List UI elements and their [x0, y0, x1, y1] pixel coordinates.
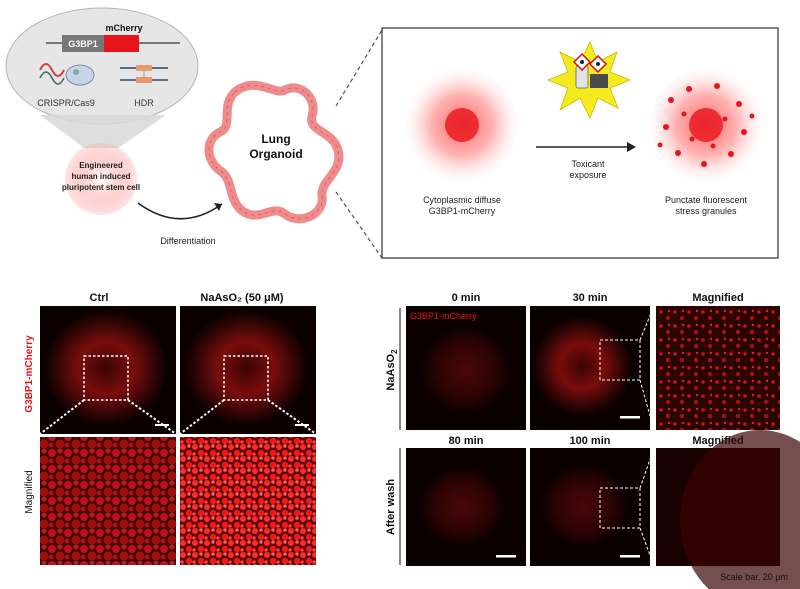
organoid-cells: [208, 84, 340, 220]
projection-line-bottom: [335, 191, 383, 259]
crispr-label: CRISPR/Cas9: [37, 98, 95, 108]
toxicant-line2: exposure: [569, 170, 606, 180]
row-channel-label: G3BP1-mCherry: [24, 335, 35, 413]
organoid-30min: [532, 316, 632, 416]
projection-line-top: [335, 29, 383, 107]
hazard-icon: [572, 52, 608, 89]
hdr-icon: [120, 65, 168, 83]
stem-cell: [65, 143, 137, 215]
punctate-line1: Punctate fluorescent: [665, 195, 748, 205]
scale-bar-80min: [496, 555, 516, 558]
construct-bar: G3BP1 mCherry: [46, 23, 180, 52]
zoom-box-100min: [599, 487, 641, 529]
organoid-line2: Organoid: [249, 147, 302, 161]
mag2-glow: [680, 430, 800, 589]
treat-scale-bar: [295, 424, 309, 426]
row-treat-label: NaAsO2: [385, 349, 399, 391]
punctate-nucleus: [689, 108, 723, 142]
ctrl-zoom-line-right: [127, 399, 177, 435]
col-0min-label: 0 min: [452, 292, 481, 304]
ctrl-organoid: [44, 310, 168, 426]
construct-bubble: [5, 7, 199, 125]
col-30min-label: 30 min: [573, 292, 608, 304]
ctrl-zoom-box: [83, 355, 129, 401]
treat-zoom-line-right: [267, 399, 317, 435]
col-treat-label: NaAsO₂ (50 μM): [200, 292, 283, 304]
differentiation-label: Differentiation: [160, 236, 215, 246]
ctrl-scale-bar: [155, 424, 169, 426]
toxicant-line1: Toxicant: [571, 159, 605, 169]
scale-bar-100min: [620, 555, 640, 558]
stem-cell-line2: human induced: [71, 172, 130, 181]
toxicant-burst: [546, 41, 632, 119]
scale-bar-30min: [620, 416, 640, 419]
stress-granules: [657, 83, 755, 167]
col-mag1-label: Magnified: [692, 292, 743, 304]
col-100min-label: 100 min: [570, 435, 611, 447]
treat-zoom-line-left: [179, 399, 225, 435]
tag-label: mCherry: [105, 23, 142, 33]
diffuse-nucleus: [445, 108, 479, 142]
col-80min-label: 80 min: [449, 435, 484, 447]
zoom-line-30min-top: [639, 305, 655, 341]
diffuse-line1: Cytoplasmic diffuse: [423, 195, 501, 205]
treat-magnified-image: [180, 437, 316, 565]
mcherry-box: [104, 35, 139, 52]
treat-zoom-box: [223, 355, 269, 401]
exposure-arrow-head-icon: [627, 142, 636, 152]
funnel-shade: [40, 115, 166, 148]
diffuse-line2: G3BP1-mCherry: [429, 206, 496, 216]
organoid-100min: [540, 464, 628, 548]
organoid-0min: [420, 326, 512, 414]
stem-cell-line1: Engineered: [79, 161, 123, 170]
treat-organoid: [184, 310, 308, 426]
ctrl-zoom-line-left: [39, 399, 85, 435]
stem-cell-line3: pluripotent stem cell: [62, 183, 140, 192]
zoom-box-30min: [599, 339, 641, 381]
organoid-80min: [418, 466, 506, 546]
scale-note: Scale bar, 20 μm: [720, 572, 788, 582]
arrow-head-icon: [214, 203, 222, 211]
hdr-label: HDR: [134, 98, 154, 108]
organoid-line1: Lung: [261, 132, 290, 146]
img-mag1: [656, 306, 780, 430]
row-magnified-label: Magnified: [24, 470, 35, 513]
differentiation-arrow: [137, 202, 223, 220]
zoom-line-30min-bottom: [639, 379, 655, 431]
gene-label: G3BP1: [68, 39, 98, 49]
ctrl-magnified-image: [40, 437, 176, 565]
col-ctrl-label: Ctrl: [90, 292, 109, 304]
zoom-line-100min-top: [639, 447, 655, 489]
punctate-line2: stress granules: [675, 206, 737, 216]
crispr-icon: [39, 63, 95, 86]
channel-label: G3BP1-mCherry: [410, 311, 477, 321]
zoom-line-100min-bottom: [639, 527, 655, 567]
g3bp1-box: [62, 35, 104, 52]
row-wash-label: After wash: [385, 479, 397, 536]
